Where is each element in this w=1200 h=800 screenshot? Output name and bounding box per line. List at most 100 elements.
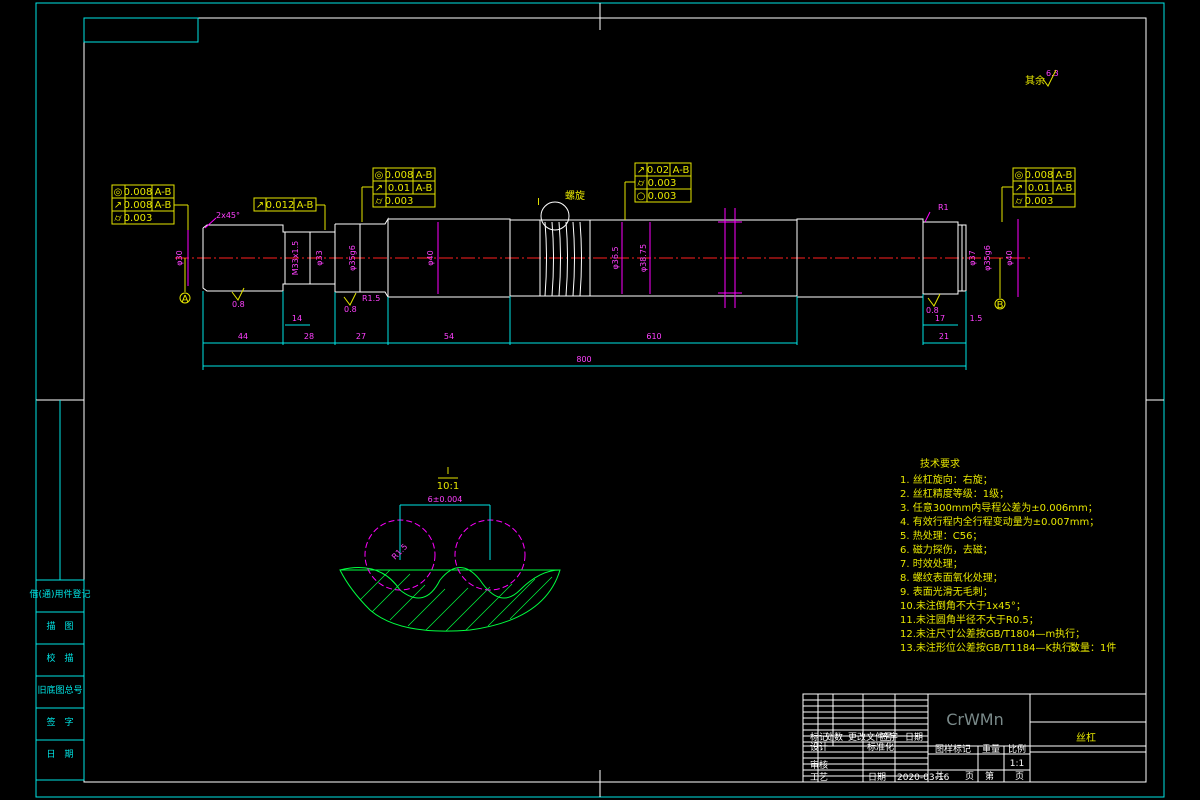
radius-left-label: R1.5 [362, 294, 380, 303]
tol-symbol: ⌭ [114, 213, 122, 224]
tol-symbol: ⌭ [375, 196, 383, 207]
dim-length-4: 54 [444, 332, 454, 341]
row-review-label: 审核 [810, 759, 828, 771]
datum-symbols: A B [179, 258, 1006, 311]
dim-length-1: 14 [292, 314, 302, 323]
tol-ref: A-B [416, 183, 433, 194]
dim-length-0: 44 [238, 332, 248, 341]
general-roughness-value: 6.3 [1046, 69, 1059, 78]
tolerance-frame-left: ◎ 0.008 A-B ↗ 0.008 A-B ⌭ 0.003 [111, 184, 189, 230]
tol-ref: A-B [155, 200, 172, 211]
roughness-mark-0: 0.8 [232, 300, 245, 309]
tol-symbol: ↗ [375, 183, 383, 194]
tol-symbol: ◎ [375, 170, 384, 181]
tech-req-item-7: 8. 螺纹表面氧化处理； [900, 571, 1003, 584]
tol-ref: A-B [416, 170, 433, 181]
scale-label: 比例 [1008, 743, 1026, 755]
left-strip-label-0: 借(通)用件登记 [29, 588, 90, 600]
tech-req-item-0: 1. 丝杠旋向：右旋； [900, 473, 993, 486]
tol-value: 0.012 [266, 200, 295, 211]
header-cell: 更改文件号 [848, 731, 893, 743]
dim-diameter-2: φ33 [315, 250, 324, 265]
tol-value: 0.02 [647, 165, 669, 176]
sheet-index-label: 第 [985, 770, 994, 782]
dim-diameter-0: φ30 [175, 250, 184, 265]
thread-callout-label: I [537, 197, 540, 208]
tol-value: 0.003 [1025, 196, 1054, 207]
tech-req-item-1: 2. 丝杠精度等级：1级； [900, 487, 1009, 500]
left-strip: 借(通)用件登记 描 图 校 描 旧底图总号 签 字 日 期 [29, 400, 91, 781]
diameter-dimensions: φ30 M33x1.5 φ33 φ35g6 φ40 φ36.5 φ38.75 φ… [175, 219, 1019, 297]
tech-req-item-6: 7. 时效处理； [900, 557, 963, 570]
dim-diameter-3: φ35g6 [348, 245, 357, 271]
tol-value: 0.01 [388, 183, 410, 194]
tol-ref: A-B [297, 200, 314, 211]
roughness-marks: 0.8 0.8 0.8 [231, 287, 941, 315]
radius-right-label: R1 [938, 203, 949, 212]
break-marks [718, 208, 742, 308]
dim-length-9: 1.5 [970, 314, 983, 323]
dim-length-7: 17 [935, 314, 945, 323]
tol-symbol: ↗ [256, 200, 264, 211]
row-date-label: 日期 [868, 772, 886, 783]
feature-labels: 2x45° R1.5 R1 I 螺旋 [204, 189, 949, 303]
roughness-check-icon [927, 293, 941, 307]
dim-diameter-6: φ38.75 [639, 244, 648, 272]
tech-req-item-12: 13.未注形位公差按GB/T1184—K执行。 [900, 641, 1082, 654]
dim-diameter-1: M33x1.5 [291, 241, 300, 276]
material-label: CrWMn [946, 710, 1004, 729]
tol-value: 0.008 [124, 187, 153, 198]
tech-req-item-3: 4. 有效行程内全行程变动量为±0.007mm； [900, 515, 1099, 528]
roughness-check-icon [1042, 69, 1057, 87]
tolerance-frame-right: ◎ 0.008 A-B ↗ 0.01 A-B ⌭ 0.003 [1001, 167, 1076, 222]
tol-symbol: ⌭ [637, 178, 645, 189]
tol-ref: A-B [155, 187, 172, 198]
thread-helix [540, 201, 582, 297]
dim-length-6: 800 [576, 355, 591, 364]
dim-diameter-7: φ37 [968, 250, 977, 265]
dim-diameter-4: φ40 [426, 250, 435, 265]
row-standard-label: 标准化 [867, 741, 894, 753]
dim-length-8: 21 [939, 332, 949, 341]
tech-req-title: 技术要求 [920, 457, 960, 470]
tech-req-item-10: 11.未注圆角半径不大于R0.5； [900, 613, 1039, 626]
tol-symbol: ⌭ [1015, 196, 1023, 207]
dim-length-3: 27 [356, 332, 366, 341]
tech-req-item-5: 6. 磁力探伤，去磁； [900, 543, 993, 556]
tol-value: 0.003 [124, 213, 153, 224]
header-cell: 签字 [880, 731, 898, 743]
tol-ref: A-B [1056, 170, 1073, 181]
tolerance-frame-mid-left: ◎ 0.008 A-B ↗ 0.01 A-B ⌭ 0.003 [361, 167, 436, 222]
section-view: I 10:1 6±0.004 R1.5 [339, 466, 561, 632]
roughness-check-icon [231, 287, 245, 301]
dim-length-5: 610 [646, 332, 661, 341]
tol-symbol: ◎ [114, 187, 123, 198]
tolerance-frame-mid-right: ↗ 0.02 A-B ⌭ 0.003 ○ 0.003 [624, 162, 692, 220]
tol-value: 0.008 [1025, 170, 1054, 181]
part-name: 丝杠 [1076, 731, 1096, 744]
roughness-mark-1: 0.8 [344, 305, 357, 314]
header-cell: 日期 [905, 732, 923, 743]
tol-value: 0.008 [385, 170, 414, 181]
general-roughness-text: 其余 [1025, 74, 1045, 87]
sheet-total-label: 共 [935, 771, 944, 782]
title-block: CrWMn 丝杠 标记 处数 更改文件号 签字 日期 设计 标准化 审核 工艺 … [802, 693, 1147, 783]
dim-length-2: 28 [304, 332, 314, 341]
section-dim: 6±0.004 [428, 495, 463, 504]
row-process-label: 工艺 [810, 772, 828, 783]
sheet-page-label-2: 页 [1015, 771, 1024, 782]
tol-ref: A-B [673, 165, 690, 176]
tol-symbol: ◎ [1015, 170, 1024, 181]
tol-value: 0.008 [124, 200, 153, 211]
tol-value: 0.003 [648, 191, 677, 202]
tech-requirements: 技术要求 1. 丝杠旋向：右旋； 2. 丝杠精度等级：1级； 3. 任意300m… [900, 457, 1116, 654]
datum-a-label: A [182, 294, 189, 305]
header-cell: 标记 [810, 731, 828, 743]
left-strip-label-3: 旧底图总号 [37, 684, 82, 696]
tech-req-item-8: 9. 表面光滑无毛刺； [900, 585, 993, 598]
shaft-outline [202, 217, 967, 299]
section-label: I [447, 466, 450, 477]
quantity-note: 数量：1件 [1070, 641, 1116, 654]
tol-symbol: ↗ [637, 165, 645, 176]
